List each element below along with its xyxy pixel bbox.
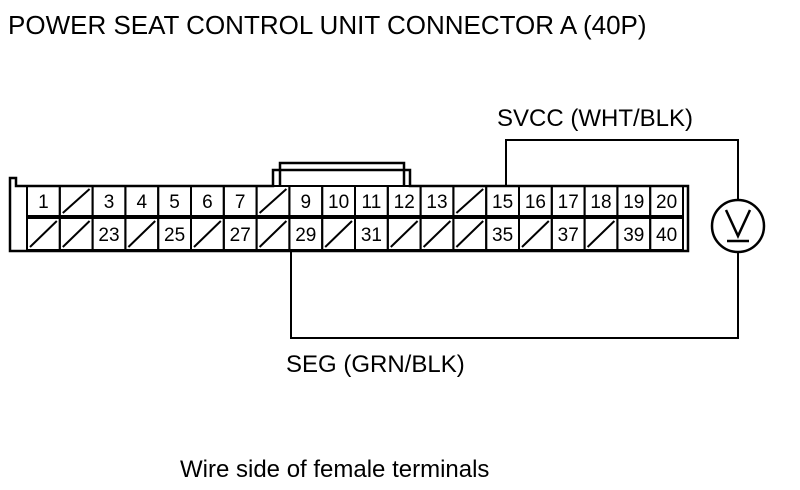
terminal-number: 19 xyxy=(623,192,644,213)
diagram-title: POWER SEAT CONTROL UNIT CONNECTOR A (40P… xyxy=(8,10,647,40)
caption: Wire side of female terminals xyxy=(180,456,489,483)
unused-terminal-slash xyxy=(586,220,616,248)
terminal-empty xyxy=(583,217,619,251)
unused-terminal-slash xyxy=(62,188,91,214)
terminal-number: 37 xyxy=(558,225,579,246)
voltmeter-icon xyxy=(710,198,766,254)
terminal-number: 6 xyxy=(202,192,213,213)
terminal-number: 23 xyxy=(98,225,119,246)
terminal-empty xyxy=(124,217,160,251)
terminal-1: 1 xyxy=(26,185,61,217)
terminal-17: 17 xyxy=(550,185,586,217)
terminal-29: 29 xyxy=(288,217,324,251)
terminal-empty xyxy=(58,217,94,251)
terminal-3: 3 xyxy=(91,185,127,217)
terminal-12: 12 xyxy=(386,185,422,217)
unused-terminal-slash xyxy=(127,220,156,248)
svcc-wire xyxy=(505,139,739,200)
terminal-25: 25 xyxy=(157,217,192,251)
probe-wires xyxy=(290,139,739,339)
terminal-number: 12 xyxy=(394,192,415,213)
terminal-13: 13 xyxy=(419,185,455,217)
terminal-39: 39 xyxy=(616,217,652,251)
terminal-number: 17 xyxy=(558,192,579,213)
terminal-5: 5 xyxy=(157,185,192,217)
terminal-number: 35 xyxy=(492,225,513,246)
seg-label: SEG (GRN/BLK) xyxy=(286,351,465,378)
terminal-20: 20 xyxy=(649,185,685,217)
terminal-number: 25 xyxy=(164,225,185,246)
terminal-number: 20 xyxy=(656,192,677,213)
terminal-empty xyxy=(26,217,61,251)
terminal-number: 5 xyxy=(169,192,180,213)
terminal-number: 39 xyxy=(623,225,644,246)
unused-terminal-slash xyxy=(62,220,91,248)
terminal-empty xyxy=(255,217,291,251)
terminal-number: 16 xyxy=(525,192,546,213)
terminal-6: 6 xyxy=(190,185,225,217)
terminal-empty xyxy=(419,217,455,251)
terminal-35: 35 xyxy=(485,217,521,251)
unused-terminal-slash xyxy=(29,220,58,248)
unused-terminal-slash xyxy=(521,220,550,248)
terminal-number: 10 xyxy=(328,192,349,213)
terminal-19: 19 xyxy=(616,185,652,217)
terminal-empty xyxy=(321,217,357,251)
terminal-40: 40 xyxy=(649,217,685,251)
terminal-empty xyxy=(452,217,488,251)
terminal-number: 40 xyxy=(656,225,677,246)
unused-terminal-slash xyxy=(258,220,288,248)
terminal-16: 16 xyxy=(518,185,553,217)
terminal-number: 7 xyxy=(235,192,246,213)
terminal-9: 9 xyxy=(288,185,324,217)
connector-bottom-row: 23 25 27 29 31 35 37 39 40 xyxy=(26,217,685,251)
terminal-empty xyxy=(255,185,291,217)
terminal-empty xyxy=(58,185,94,217)
unused-terminal-slash xyxy=(258,188,288,214)
terminal-empty xyxy=(386,217,422,251)
terminal-15: 15 xyxy=(485,185,521,217)
terminal-empty xyxy=(190,217,225,251)
terminal-10: 10 xyxy=(321,185,357,217)
terminal-7: 7 xyxy=(222,185,258,217)
unused-terminal-slash xyxy=(390,220,419,248)
terminal-number: 1 xyxy=(38,192,49,213)
unused-terminal-slash xyxy=(422,220,452,248)
unused-terminal-slash xyxy=(193,220,222,248)
terminal-number: 4 xyxy=(137,192,148,213)
terminal-18: 18 xyxy=(583,185,619,217)
seg-wire xyxy=(290,252,739,339)
terminal-27: 27 xyxy=(222,217,258,251)
terminal-4: 4 xyxy=(124,185,160,217)
terminal-empty xyxy=(452,185,488,217)
unused-terminal-slash xyxy=(455,220,484,248)
unused-terminal-slash xyxy=(324,220,353,248)
terminal-number: 27 xyxy=(230,225,251,246)
unused-terminal-slash xyxy=(455,188,484,214)
terminal-number: 9 xyxy=(301,192,312,213)
terminal-cell xyxy=(649,185,685,217)
terminal-number: 29 xyxy=(295,225,316,246)
terminal-number: 11 xyxy=(362,192,382,213)
terminal-cell xyxy=(649,217,685,251)
terminal-11: 11 xyxy=(354,185,389,217)
terminal-31: 31 xyxy=(354,217,389,251)
terminal-empty xyxy=(518,217,553,251)
svcc-label: SVCC (WHT/BLK) xyxy=(497,105,693,132)
terminal-number: 13 xyxy=(426,192,447,213)
terminal-23: 23 xyxy=(91,217,127,251)
terminal-37: 37 xyxy=(550,217,586,251)
terminal-number: 31 xyxy=(361,225,382,246)
terminal-number: 15 xyxy=(492,192,513,213)
terminal-number: 18 xyxy=(590,192,611,213)
terminal-number: 3 xyxy=(104,192,115,213)
